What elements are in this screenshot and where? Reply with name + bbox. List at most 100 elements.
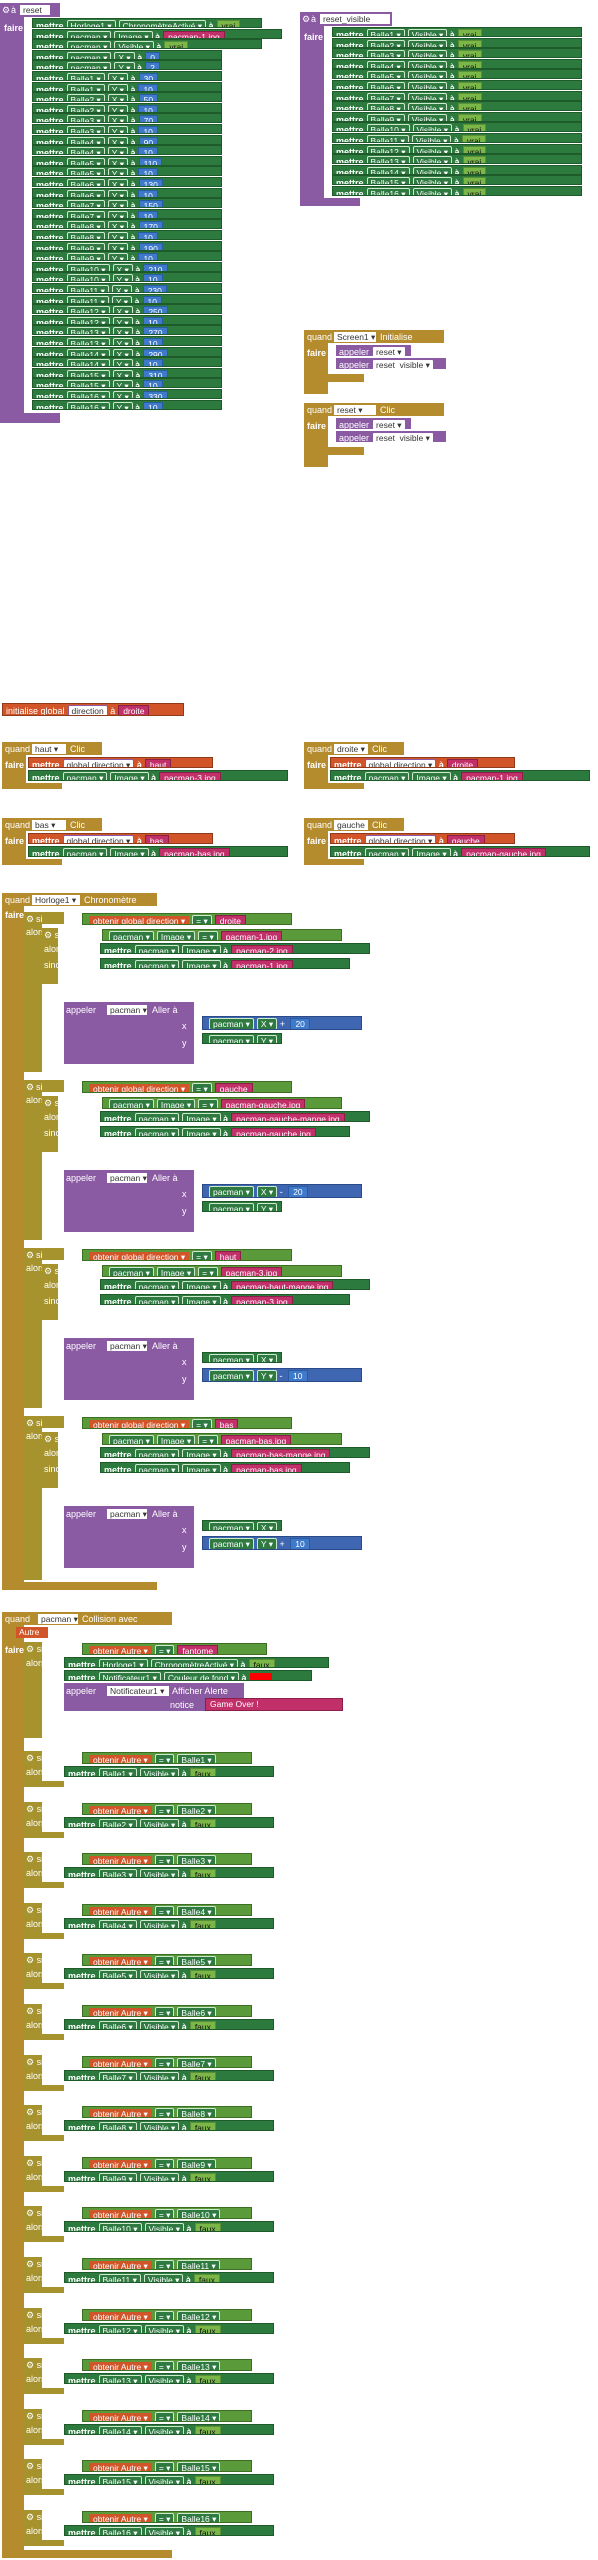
component-dropdown[interactable]: Balle15 ▾: [177, 2462, 221, 2472]
value-string[interactable]: bas: [144, 835, 169, 843]
property-dropdown[interactable]: X ▾: [256, 1186, 278, 1197]
property-dropdown[interactable]: Image ▾: [182, 960, 221, 968]
value-num[interactable]: 190: [138, 242, 163, 250]
component-dropdown[interactable]: pacman ▾: [62, 772, 108, 780]
property-dropdown[interactable]: Visible ▾: [139, 1768, 180, 1776]
value-true[interactable]: vrai: [461, 135, 486, 142]
condition-direction-equals[interactable]: obtenir global direction ▾= ▾gauche: [82, 1081, 292, 1093]
get-autre[interactable]: obtenir Autre ▾: [89, 1856, 152, 1865]
component-dropdown[interactable]: pacman ▾: [66, 30, 112, 38]
component-dropdown[interactable]: Balle1 ▾: [66, 73, 105, 80]
value-string[interactable]: Game Over !: [205, 1698, 343, 1711]
component-dropdown[interactable]: Balle10 ▾: [366, 124, 410, 132]
value-str[interactable]: pacman-1.jpg: [163, 30, 225, 38]
value-false[interactable]: faux: [248, 1659, 275, 1667]
variable-dropdown[interactable]: global direction ▾: [62, 835, 135, 843]
if-header[interactable]: [24, 1080, 64, 1092]
value-false[interactable]: faux: [189, 1818, 216, 1827]
if-header[interactable]: [24, 912, 64, 924]
property-dropdown[interactable]: X ▾: [107, 221, 129, 229]
operator-dropdown[interactable]: = ▾: [154, 2513, 175, 2522]
component-dropdown[interactable]: Balle5 ▾: [177, 1956, 216, 1966]
component-dropdown[interactable]: Balle1 ▾: [66, 83, 105, 91]
component-dropdown[interactable]: pacman ▾: [66, 62, 112, 70]
value-string[interactable]: haut: [144, 759, 172, 767]
component-dropdown[interactable]: Balle16 ▾: [66, 401, 110, 409]
value-true[interactable]: vrai: [457, 60, 482, 68]
component-dropdown[interactable]: Balle10 ▾: [98, 2223, 142, 2232]
property-dropdown[interactable]: Y ▾: [107, 210, 128, 218]
get-autre[interactable]: obtenir Autre ▾: [89, 2463, 152, 2472]
value-num[interactable]: 10: [138, 104, 158, 112]
component-dropdown[interactable]: pacman ▾: [209, 1370, 254, 1381]
property-dropdown[interactable]: X ▾: [256, 1354, 278, 1362]
property-dropdown[interactable]: Y ▾: [107, 232, 128, 239]
operator-dropdown[interactable]: = ▾: [192, 915, 212, 924]
value-num[interactable]: 10: [138, 253, 158, 261]
value-string[interactable]: pacman-bas-mange.jpg: [231, 1449, 331, 1457]
component-dropdown[interactable]: Balle1 ▾: [98, 1768, 137, 1776]
component-dropdown[interactable]: Balle8 ▾: [98, 2122, 137, 2131]
value-number[interactable]: 10: [288, 1370, 308, 1381]
value-false[interactable]: faux: [189, 2021, 216, 2029]
operator-dropdown[interactable]: = ▾: [154, 2108, 175, 2118]
condition-autre-equals-balle8[interactable]: obtenir Autre ▾= ▾Balle8 ▾: [82, 2106, 252, 2119]
value-true[interactable]: vrai: [457, 71, 482, 79]
variable-dropdown[interactable]: global direction ▾: [364, 759, 437, 767]
condition-autre-equals-balle10[interactable]: obtenir Autre ▾= ▾Balle10 ▾: [82, 2207, 252, 2220]
value-num[interactable]: 10: [138, 168, 158, 176]
property-dropdown[interactable]: Image ▾: [182, 1128, 221, 1136]
component-dropdown[interactable]: Balle5 ▾: [98, 1970, 137, 1979]
property-dropdown[interactable]: X ▾: [256, 1018, 278, 1029]
value-num[interactable]: 10: [143, 380, 163, 388]
value-false[interactable]: faux: [189, 2122, 216, 2131]
component-dropdown[interactable]: pacman ▾: [134, 1464, 180, 1472]
operator-dropdown[interactable]: = ▾: [198, 1435, 218, 1444]
property-dropdown[interactable]: Y ▾: [256, 1203, 278, 1211]
value-bool[interactable]: vrai: [164, 41, 189, 49]
property-dropdown[interactable]: Y ▾: [112, 274, 133, 282]
property-dropdown[interactable]: Visible ▾: [407, 82, 448, 89]
component-dropdown[interactable]: Balle5 ▾: [66, 168, 105, 176]
component-dropdown[interactable]: Balle12 ▾: [177, 2310, 221, 2320]
component-dropdown[interactable]: Balle16 ▾: [366, 188, 410, 195]
component-dropdown[interactable]: Balle7 ▾: [177, 2057, 216, 2067]
property-dropdown[interactable]: Image ▾: [156, 1435, 196, 1444]
get-pacman-y[interactable]: pacman ▾Y ▾: [202, 1201, 282, 1212]
component-dropdown[interactable]: Balle8 ▾: [66, 232, 105, 239]
property-dropdown[interactable]: Visible ▾: [407, 71, 448, 79]
value-string[interactable]: droite: [118, 705, 150, 715]
component-dropdown[interactable]: pacman ▾: [134, 1449, 180, 1457]
component-dropdown[interactable]: pacman ▾: [107, 1173, 147, 1183]
component-dropdown[interactable]: pacman ▾: [107, 1005, 147, 1015]
component-dropdown[interactable]: Balle4 ▾: [177, 1905, 216, 1915]
event-component-dropdown[interactable]: droite ▾: [334, 744, 368, 754]
condition-autre-equals-balle16[interactable]: obtenir Autre ▾= ▾Balle16 ▾: [82, 2511, 252, 2523]
condition-autre-equals-balle1[interactable]: obtenir Autre ▾= ▾Balle1 ▾: [82, 1752, 252, 1764]
value-num[interactable]: 290: [143, 348, 168, 356]
value-true[interactable]: vrai: [457, 92, 482, 100]
value-num[interactable]: 110: [138, 157, 163, 165]
property-dropdown[interactable]: X ▾: [107, 136, 129, 144]
value-false[interactable]: faux: [194, 2324, 221, 2333]
condition-autre-equals-balle14[interactable]: obtenir Autre ▾= ▾Balle14 ▾: [82, 2409, 252, 2422]
